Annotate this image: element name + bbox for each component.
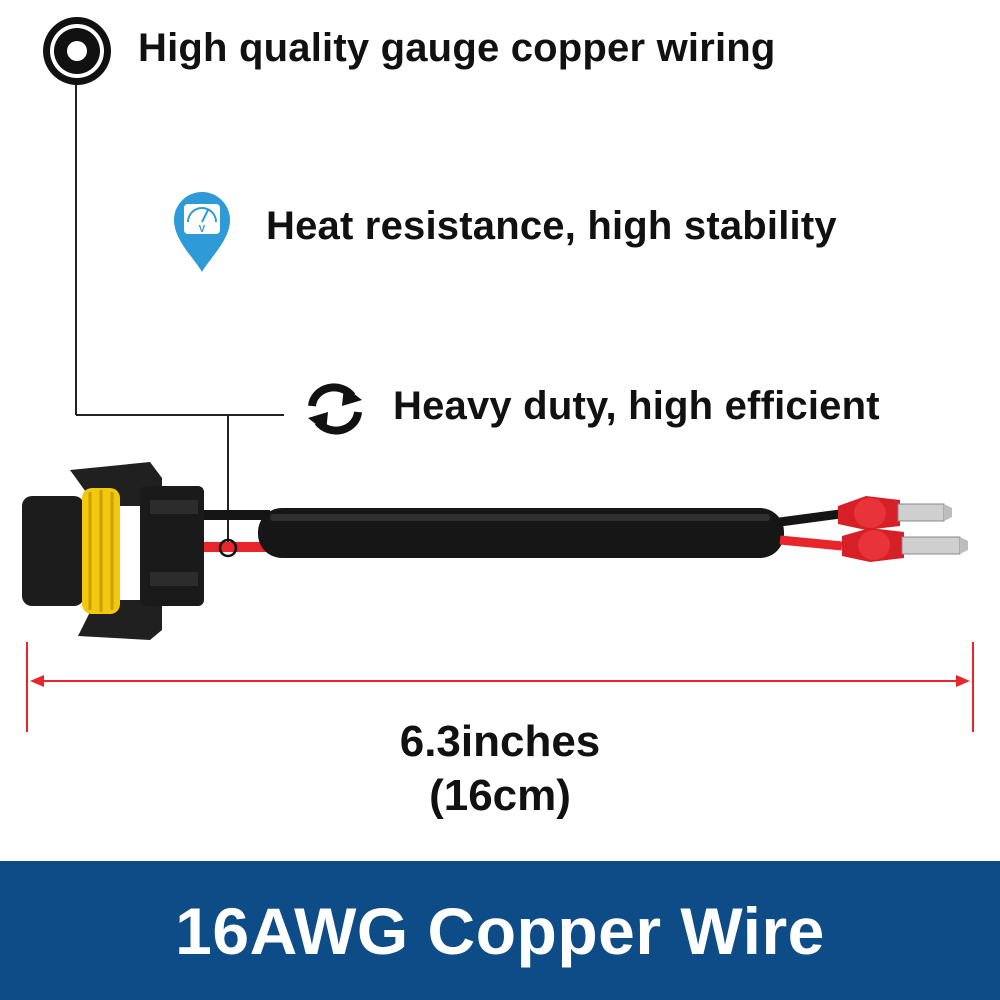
bottom-banner: 16AWG Copper Wire <box>0 861 1000 1000</box>
feature-heavy-duty: Heavy duty, high efficient <box>393 384 880 428</box>
callout-marker <box>218 538 238 558</box>
gauge-pin-icon: V <box>174 192 230 272</box>
svg-text:V: V <box>199 224 206 235</box>
sync-arrows-icon <box>308 383 362 435</box>
length-inches: 6.3inches <box>399 717 601 766</box>
wire-harness-illustration <box>22 84 974 732</box>
banner-title: 16AWG Copper Wire <box>175 893 825 968</box>
length-cm: (16cm) <box>429 771 571 820</box>
feature-heat-resistance: Heat resistance, high stability <box>266 204 837 248</box>
terminal-bottom <box>842 528 968 562</box>
terminal-top <box>838 496 952 530</box>
h11-connector <box>22 462 204 640</box>
target-dot-icon <box>43 17 111 85</box>
dimension-line <box>26 642 974 732</box>
feature-copper-wiring: High quality gauge copper wiring <box>138 26 776 70</box>
callout-leader-lines <box>75 84 284 545</box>
